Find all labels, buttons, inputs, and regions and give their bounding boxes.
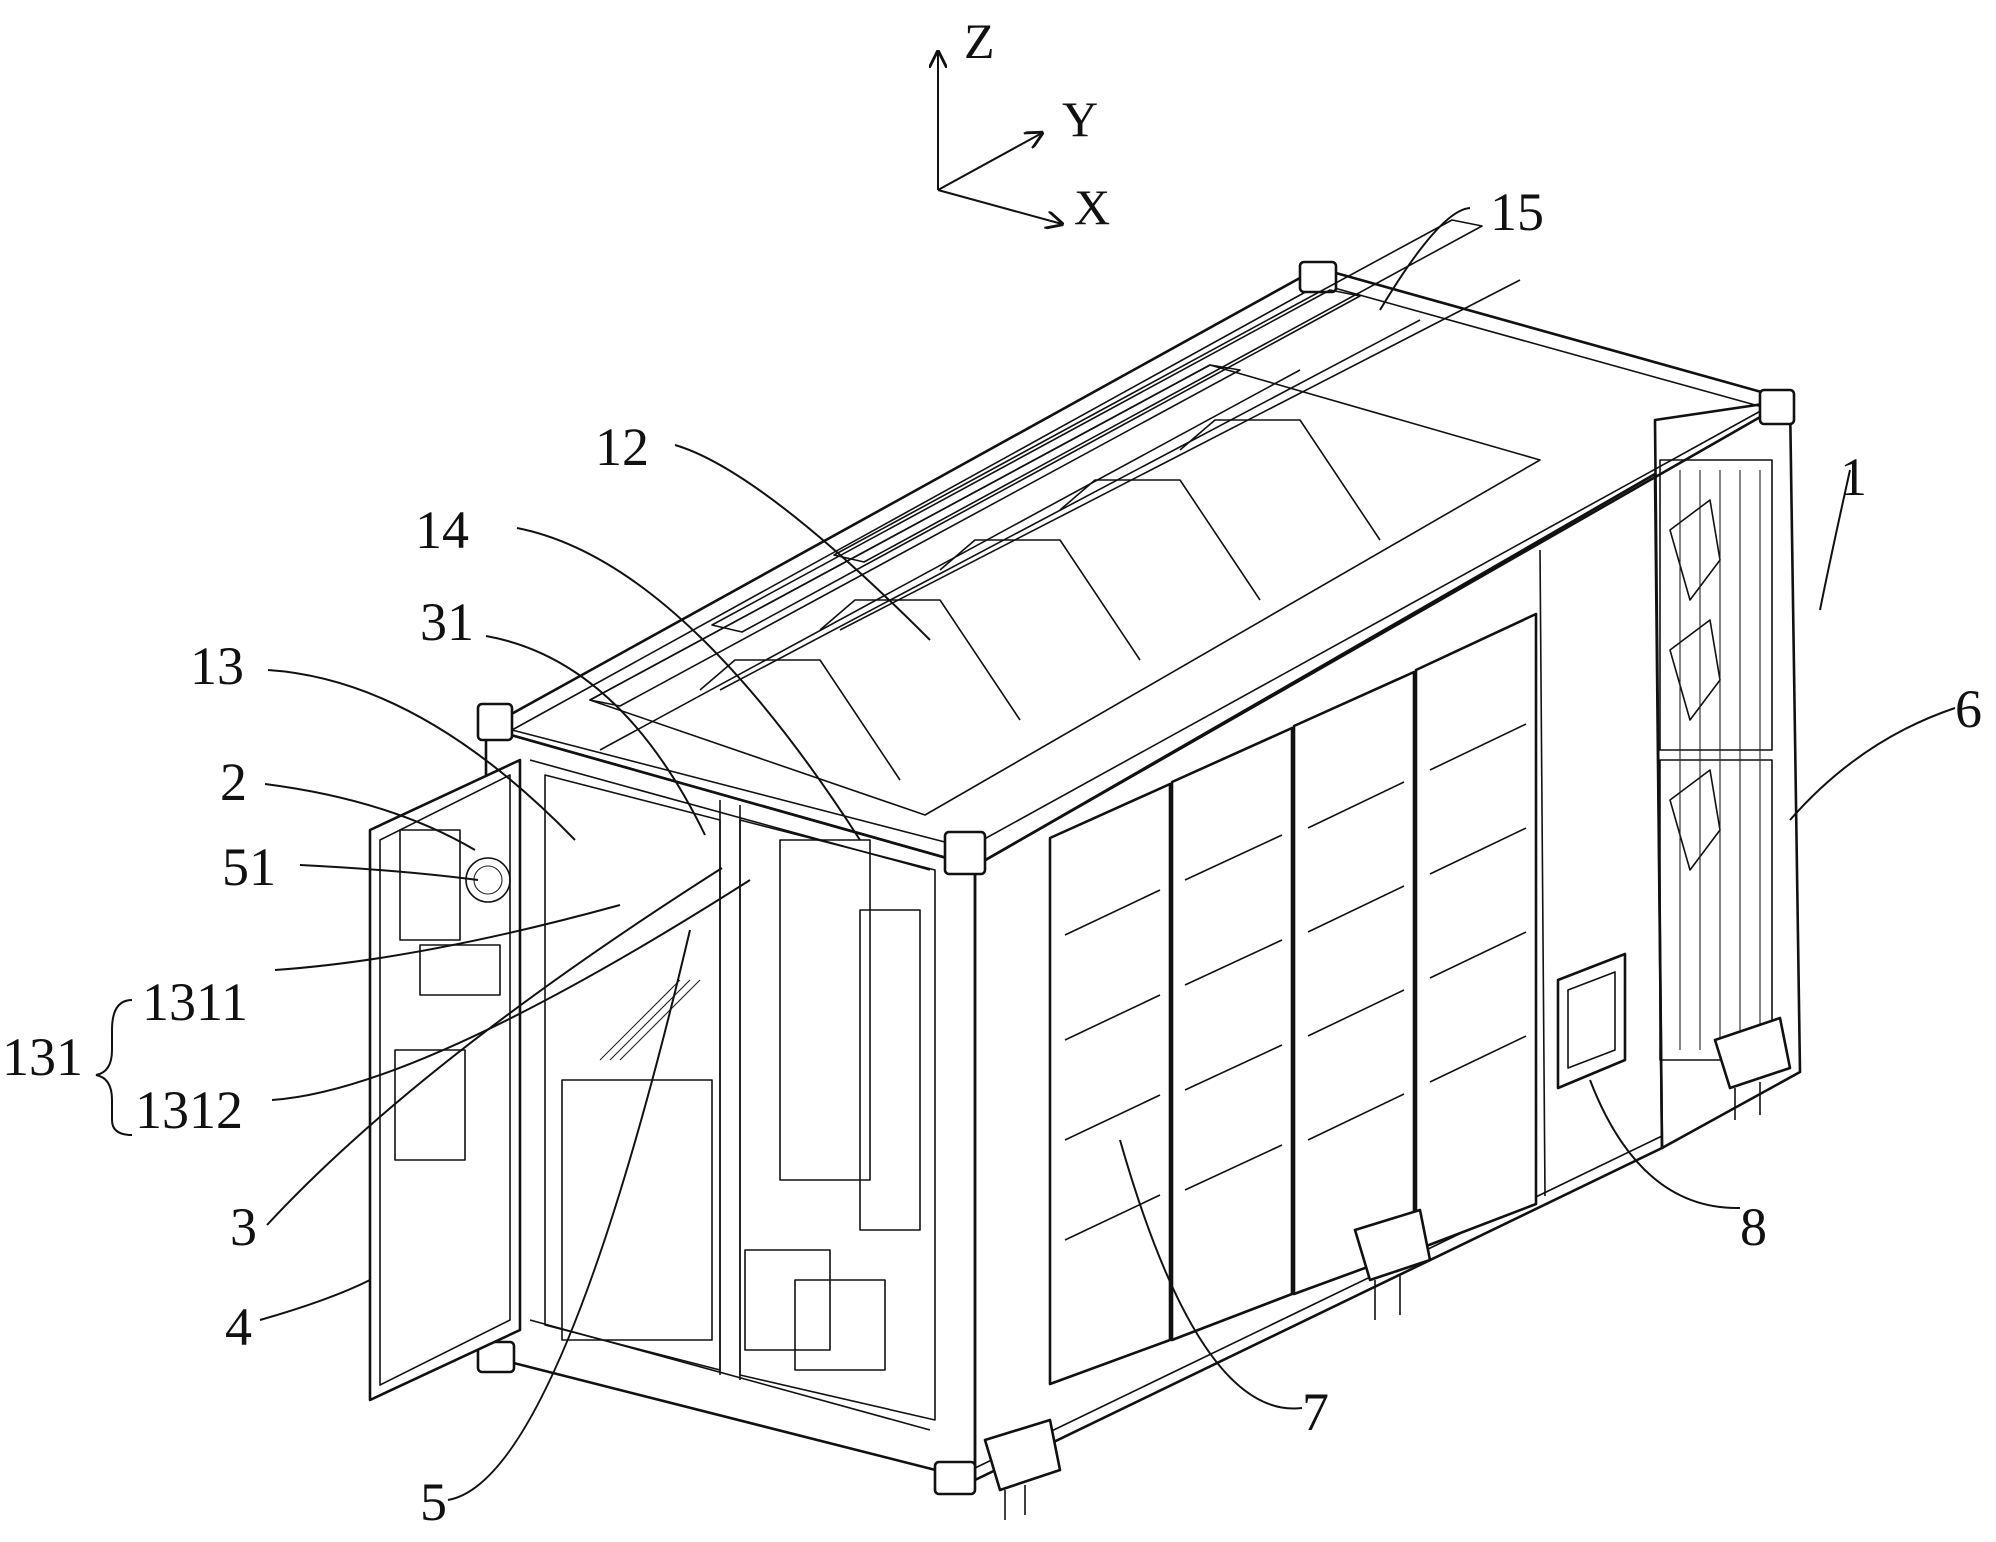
label-13: 13 (190, 636, 244, 696)
brace-131 (95, 999, 133, 1136)
label-5: 5 (420, 1472, 447, 1532)
fan-51 (465, 857, 511, 903)
label-14: 14 (415, 500, 469, 560)
interior-equipment (544, 774, 936, 1421)
end-fans (1659, 459, 1773, 1061)
label-31: 31 (420, 592, 474, 652)
z-axis-label: Z (964, 13, 995, 69)
reference-numerals: 15 1 12 14 31 13 2 6 51 1311 131 1312 3 … (2, 182, 1982, 1532)
label-3: 3 (230, 1197, 257, 1257)
y-axis-label: Y (1062, 91, 1098, 147)
label-8: 8 (1740, 1197, 1767, 1257)
feet (983, 1016, 1792, 1520)
label-51: 51 (222, 837, 276, 897)
corner-castings (476, 260, 1796, 1496)
y-axis-arrow (937, 133, 1042, 191)
front-end-face (484, 726, 977, 1482)
label-1311: 1311 (142, 972, 248, 1032)
label-12: 12 (595, 417, 649, 477)
label-2: 2 (220, 752, 247, 812)
label-131: 131 (2, 1027, 83, 1087)
label-1: 1 (1840, 447, 1867, 507)
front-door (368, 758, 522, 1402)
label-4: 4 (225, 1297, 252, 1357)
battery-racks (589, 219, 1541, 816)
leader-lines (259, 207, 1956, 1501)
x-axis-arrow (937, 189, 1062, 224)
axis-indicator: Z Y X (938, 13, 1110, 235)
label-7: 7 (1302, 1382, 1329, 1442)
label-6: 6 (1955, 679, 1982, 739)
top-frame (484, 266, 1792, 868)
access-panel (1556, 952, 1627, 1090)
label-15: 15 (1490, 182, 1544, 242)
x-axis-label: X (1074, 179, 1110, 235)
side-doors (1048, 612, 1538, 1386)
label-1312: 1312 (135, 1080, 243, 1140)
